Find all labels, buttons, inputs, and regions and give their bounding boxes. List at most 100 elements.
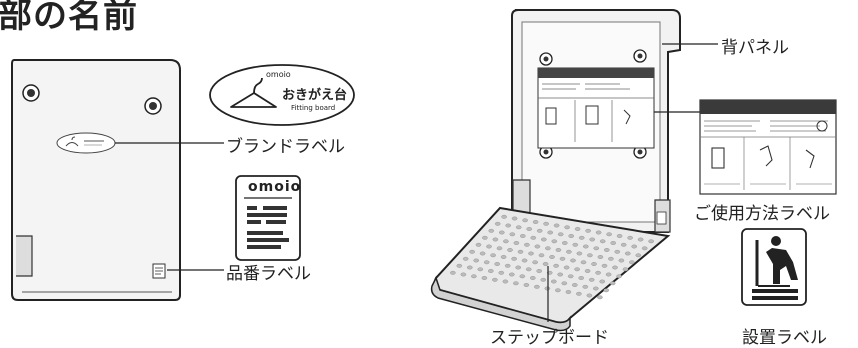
step-dot [612, 265, 618, 270]
step-dot [616, 274, 622, 279]
step-dot [524, 242, 530, 247]
step-dot [473, 258, 480, 263]
step-dot [540, 277, 547, 282]
step-dot [641, 246, 648, 251]
step-dot [567, 274, 574, 279]
step-dot [486, 244, 492, 249]
step-dot [593, 246, 600, 251]
step-dot [593, 286, 599, 291]
step-dot [513, 281, 519, 286]
step-dot [477, 267, 484, 272]
step-dot [631, 244, 638, 249]
product-name-text: おきがえ台 [282, 88, 348, 103]
step-dot [532, 260, 538, 265]
step-dot [536, 228, 543, 233]
step-dot [580, 260, 587, 265]
screw-icon [144, 97, 162, 115]
step-dot [507, 248, 513, 252]
step-dot [530, 276, 536, 280]
step-dot [551, 239, 558, 244]
step-dot [629, 260, 635, 265]
step-dot [563, 265, 570, 270]
item-card-brand-text: omoio [248, 179, 302, 195]
step-dot [528, 251, 534, 256]
step-dot [635, 253, 642, 258]
step-dot [604, 248, 610, 252]
step-dot [502, 279, 509, 284]
step-dot [588, 277, 595, 282]
step-dot [627, 235, 633, 240]
step-dot [520, 234, 526, 238]
step-dot [637, 237, 644, 242]
step-dot [609, 281, 616, 286]
step-dot [608, 256, 614, 261]
step-dot [574, 227, 581, 231]
step-dot [543, 221, 549, 226]
step-dot [618, 258, 625, 263]
step-dot [547, 230, 554, 235]
step-dot [483, 260, 490, 265]
step-dot [557, 272, 564, 277]
back-panel-caption: 背パネル [721, 38, 789, 58]
step-dot [595, 230, 602, 235]
small-brand-text: omoio [266, 70, 291, 79]
step-dot [492, 237, 499, 242]
step-dot [488, 228, 495, 233]
step-dot [597, 295, 603, 300]
step-dot [576, 291, 582, 296]
step-dot [616, 234, 623, 238]
step-dot [586, 293, 593, 298]
step-dot [625, 251, 631, 256]
step-dot [508, 272, 515, 277]
step-board-caption: ステップボード [490, 328, 609, 348]
step-dot [568, 234, 575, 238]
step-dot [545, 246, 551, 251]
step-dot [582, 284, 589, 289]
step-dot [522, 218, 528, 223]
step-dot [601, 263, 608, 268]
step-dot [576, 251, 583, 256]
step-dot [557, 232, 564, 237]
step-dot [620, 242, 627, 247]
step-dot [515, 265, 522, 270]
step-board-dots [450, 214, 654, 300]
step-dot [574, 267, 580, 272]
step-dot [572, 283, 578, 287]
step-dot [504, 263, 511, 268]
step-dot [505, 223, 512, 228]
step-dot [501, 214, 507, 219]
step-dot [462, 256, 469, 261]
step-dot [566, 249, 572, 254]
step-dot [521, 258, 528, 263]
step-dot [622, 267, 629, 272]
step-dot [585, 228, 591, 233]
step-dot [511, 216, 518, 221]
step-dot [648, 239, 654, 244]
step-dot [494, 262, 501, 266]
step-dot [534, 284, 540, 289]
step-dot [525, 267, 532, 272]
step-dot [487, 269, 494, 273]
step-dot [534, 244, 541, 249]
install-label-caption: 設置ラベル [742, 328, 827, 348]
page-title: 部の名前 [0, 0, 138, 36]
step-dot [490, 253, 496, 258]
product-sub-text: Fitting board [291, 104, 336, 112]
step-dot [603, 288, 610, 293]
step-dot [515, 225, 522, 230]
step-dot [482, 235, 488, 240]
step-dot [587, 253, 593, 258]
step-dot [578, 276, 585, 280]
item-label-card-illustration [235, 175, 301, 261]
step-dot [509, 232, 516, 237]
step-dot [460, 272, 467, 277]
item-number-label-caption: 品番ラベル [226, 264, 311, 284]
step-dot [542, 262, 549, 266]
fitting-board-illustration [430, 9, 718, 332]
step-dot [496, 246, 503, 251]
step-dot [538, 253, 545, 258]
step-dot [606, 232, 612, 237]
step-dot [500, 255, 507, 259]
step-dot [599, 279, 606, 284]
